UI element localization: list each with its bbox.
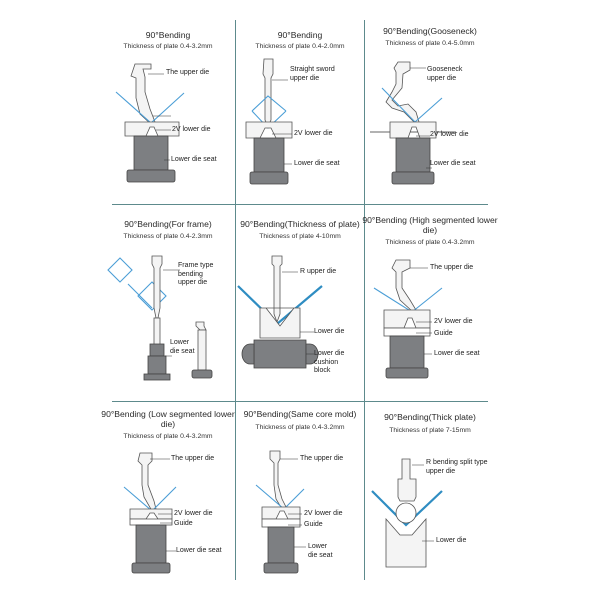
label-upper-die: The upper die bbox=[430, 264, 474, 271]
panel-subtitle: Thickness of plate 0.4-2.0mm bbox=[255, 43, 345, 50]
vertical-divider-left bbox=[235, 20, 236, 580]
panel-90-bending-straight-sword: 90°Bending Thickness of plate 0.4-2.0mm … bbox=[200, 12, 400, 204]
panel-title: 90°Bending(Same core mold) bbox=[243, 409, 357, 419]
panel-90-bending-gooseneck: 90°Bending(Gooseneck) Thickness of plate… bbox=[330, 12, 530, 204]
label-2v-lower-die: 2V lower die bbox=[294, 130, 333, 137]
panel-title: 90°Bending(Thickness of plate) bbox=[240, 219, 360, 229]
label-r-bending-split-upper-die: R bending split type upper die bbox=[426, 459, 488, 475]
panel-title: 90°Bending(Gooseneck) bbox=[383, 26, 477, 36]
label-2v-lower-die: 2V lower die bbox=[174, 510, 213, 517]
panel-title: 90°Bending (Low segmented lower die) bbox=[101, 409, 235, 429]
panel-90-bending-same-core-mold: 90°Bending(Same core mold) Thickness of … bbox=[200, 401, 400, 593]
panel-90-bending-thick-plate: 90°Bending(Thick plate) Thickness of pla… bbox=[330, 401, 530, 593]
panel-subtitle: Thickness of plate 0.4-3.2mm bbox=[123, 43, 213, 50]
thick-plate-split-die-diagram bbox=[371, 458, 443, 568]
panel-90-bending-thickness-of-plate: 90°Bending(Thickness of plate) Thickness… bbox=[200, 204, 400, 396]
panel-subtitle: Thickness of plate 0.4-3.2mm bbox=[123, 433, 213, 440]
label-upper-die: The upper die bbox=[171, 455, 215, 462]
high-segmented-lower-die-diagram bbox=[373, 259, 443, 379]
label-upper-die: The upper die bbox=[300, 455, 344, 462]
label-guide: Guide bbox=[304, 521, 323, 528]
horizontal-divider-top bbox=[112, 204, 488, 205]
label-gooseneck-upper-die: Gooseneck upper die bbox=[427, 66, 463, 82]
label-lower-die: Lower die bbox=[436, 537, 467, 544]
label-2v-lower-die: 2V lower die bbox=[434, 318, 473, 325]
label-lower-die: Lower die bbox=[314, 328, 345, 335]
panel-90-bending-low-segmented: 90°Bending (Low segmented lower die) Thi… bbox=[68, 401, 268, 593]
panel-title: 90°Bending bbox=[277, 30, 323, 40]
panel-subtitle: Thickness of plate 0.4-3.2mm bbox=[255, 424, 345, 431]
r-upper-die-thick-plate-diagram bbox=[237, 255, 323, 369]
panel-subtitle: Thickness of plate 4-10mm bbox=[259, 233, 341, 240]
upper-die-and-2v-lower-die-diagram bbox=[115, 63, 185, 183]
label-lower-die-seat: Lower die seat bbox=[308, 543, 333, 559]
label-lower-die-seat: Lower die seat bbox=[171, 156, 217, 163]
same-core-mold-diagram bbox=[255, 450, 306, 574]
label-2v-lower-die: 2V lower die bbox=[304, 510, 343, 517]
label-frame-type-upper-die: Frame type bending upper die bbox=[178, 262, 214, 286]
panel-subtitle: Thickness of plate 7-15mm bbox=[389, 427, 471, 434]
label-lower-die-seat: Lower die seat bbox=[176, 547, 222, 554]
panel-subtitle: Thickness of plate 0.4-2.3mm bbox=[123, 233, 213, 240]
horizontal-divider-bottom bbox=[112, 401, 488, 402]
panel-title: 90°Bending(Thick plate) bbox=[384, 412, 476, 422]
panel-90-bending-high-segmented: 90°Bending (High segmented lower die) Th… bbox=[330, 204, 530, 396]
label-guide: Guide bbox=[434, 330, 453, 337]
label-lower-die-seat: Lower die seat bbox=[434, 350, 480, 357]
label-lower-die-seat: Lower die seat bbox=[170, 339, 195, 355]
panel-title: 90°Bending(For frame) bbox=[124, 219, 212, 229]
low-segmented-lower-die-diagram bbox=[123, 452, 177, 574]
panel-90-bending: 90°Bending Thickness of plate 0.4-3.2mm … bbox=[68, 12, 268, 204]
gooseneck-upper-die-diagram bbox=[370, 61, 456, 185]
frame-type-upper-die-diagram bbox=[107, 255, 213, 381]
label-upper-die: The upper die bbox=[166, 69, 210, 76]
label-2v-lower-die: 2V lower die bbox=[430, 131, 469, 138]
panel-title: 90°Bending (High segmented lower die) bbox=[362, 215, 498, 235]
label-lower-die-cushion-block: Lower die cushion block bbox=[314, 350, 345, 374]
panel-title: 90°Bending bbox=[145, 30, 191, 40]
label-straight-sword-upper-die: Straight sword upper die bbox=[290, 66, 335, 82]
vertical-divider-right bbox=[364, 20, 365, 580]
panel-subtitle: Thickness of plate 0.4-5.0mm bbox=[385, 40, 475, 47]
panel-subtitle: Thickness of plate 0.4-3.2mm bbox=[385, 239, 475, 246]
straight-sword-upper-die-diagram bbox=[245, 58, 293, 185]
panel-90-bending-for-frame: 90°Bending(For frame) Thickness of plate… bbox=[68, 204, 268, 396]
label-guide: Guide bbox=[174, 520, 193, 527]
label-r-upper-die: R upper die bbox=[300, 268, 337, 275]
label-lower-die-seat: Lower die seat bbox=[294, 160, 340, 167]
label-lower-die-seat: Lower die seat bbox=[430, 160, 476, 167]
label-2v-lower-die: 2V lower die bbox=[172, 126, 211, 133]
